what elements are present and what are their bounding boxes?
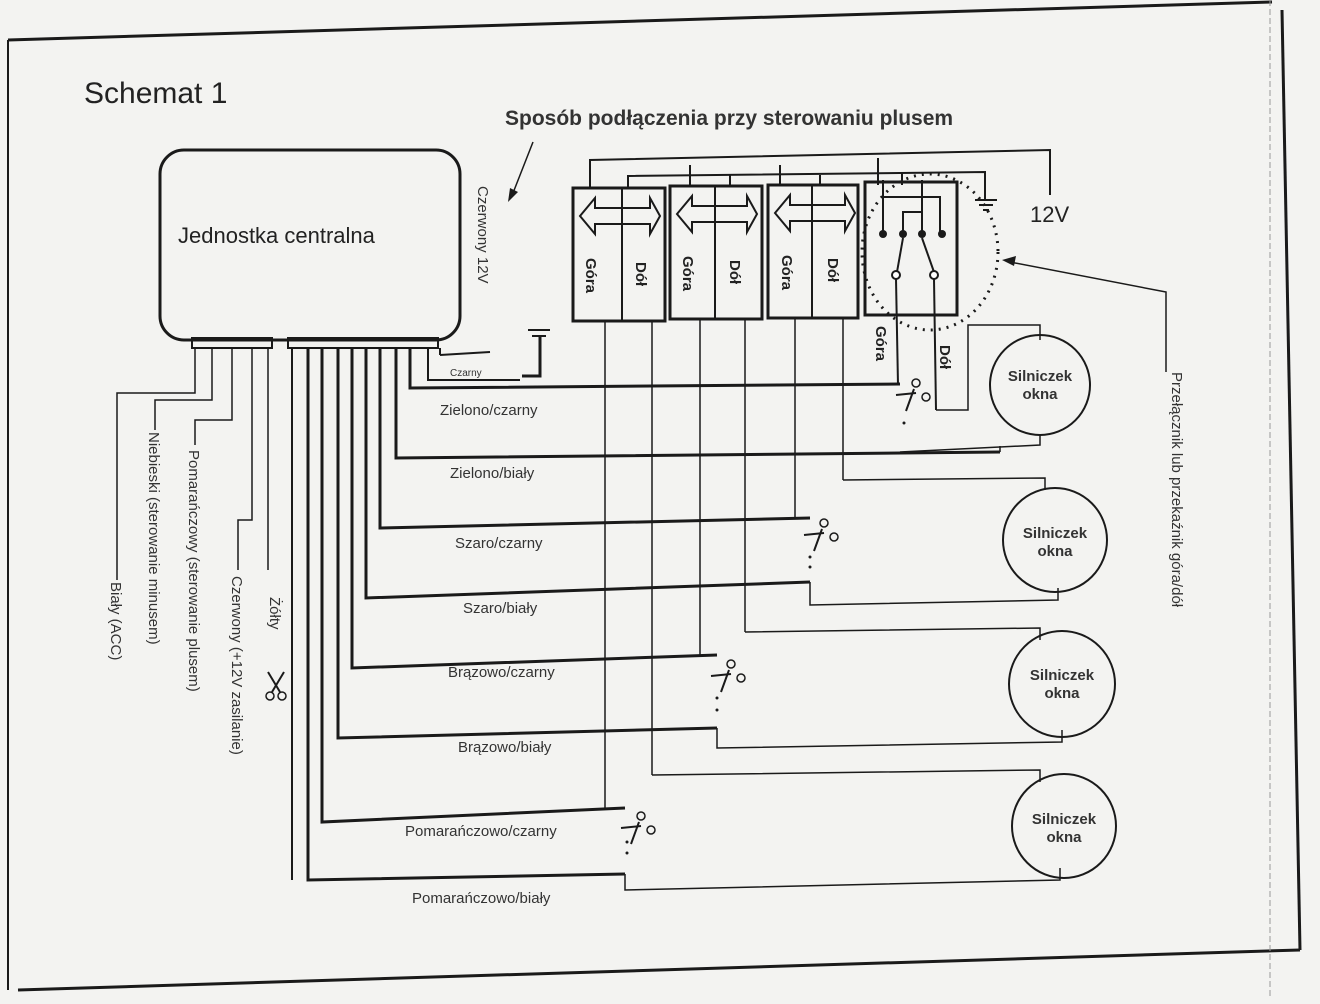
motor-1-label-line2: okna <box>1022 386 1058 403</box>
switch-output-wires <box>604 318 1046 808</box>
switch-2-up-label: Góra <box>679 256 696 292</box>
supply-voltage-label: 12V <box>1030 202 1069 227</box>
motor-4-label-line1: Silniczek <box>1032 811 1097 828</box>
wire-label-orange-black: Pomarańczowo/czarny <box>405 823 557 840</box>
window-motor-1: Silniczek okna <box>899 334 1091 453</box>
window-switch-1[interactable]: Góra Dół <box>571 186 667 323</box>
relay-callout: Przełącznik lub przekaźnik góra/dół <box>1002 256 1185 608</box>
left-wire-label-red: Czerwony (+12V zasilanie) <box>228 576 245 755</box>
switch-2-down-label: Dół <box>726 260 743 285</box>
double-arrow-icon <box>773 191 857 235</box>
relay-down-label: Dół <box>936 345 953 370</box>
right-connector <box>287 337 439 349</box>
switch-3-down-label: Dół <box>824 258 841 283</box>
switch-1-up-label: Góra <box>582 258 599 294</box>
scissors-icon <box>620 811 656 855</box>
central-unit: Jednostka centralna <box>158 148 462 349</box>
scissors-icon <box>265 671 287 701</box>
callout-label: Przełącznik lub przekaźnik góra/dół <box>1168 372 1185 608</box>
arrow-head-icon <box>508 188 518 202</box>
left-wire-label-yellow: Żółty <box>266 597 284 630</box>
switch-3-up-label: Góra <box>778 255 795 291</box>
left-wire-label-white: Biały (ACC) <box>107 582 124 660</box>
scissors-icon <box>803 518 839 569</box>
double-arrow-icon <box>675 192 759 236</box>
relay-switch[interactable]: Góra Dół <box>860 172 1000 411</box>
red-12v-wire-label: Czerwony 12V <box>474 186 491 284</box>
signal-wires <box>306 348 1001 882</box>
motor-2-label-line1: Silniczek <box>1023 525 1088 542</box>
wire-label-brown-black: Brązowo/czarny <box>448 664 555 681</box>
scissors-icon <box>895 378 931 425</box>
wire-label-green-black: Zielono/czarny <box>440 402 538 419</box>
double-arrow-icon <box>578 194 662 238</box>
left-wire-label-blue: Niebieski (sterowanie minusem) <box>145 432 162 645</box>
motor-1-label-line1: Silniczek <box>1008 368 1073 385</box>
ground-icon <box>522 329 550 378</box>
switch-1-down-label: Dół <box>632 262 649 287</box>
relay-highlight-circle <box>860 172 1000 332</box>
scissors-icon <box>710 659 746 712</box>
window-motor-3: Silniczek okna <box>1008 630 1116 738</box>
window-switch-3[interactable]: Góra Dół <box>766 183 860 320</box>
window-motor-4: Silniczek okna <box>1011 773 1117 879</box>
wire-label-orange-white: Pomarańczowo/biały <box>412 890 551 907</box>
wire-label-gray-white: Szaro/biały <box>463 600 538 617</box>
motor-3-label-line2: okna <box>1044 685 1080 702</box>
motor-2-label-line2: okna <box>1037 543 1073 560</box>
subtitle-arrow <box>512 141 534 194</box>
arrow-head-icon <box>1002 256 1016 266</box>
window-motor-2: Silniczek okna <box>1002 487 1108 593</box>
wire-label-brown-white: Brązowo/biały <box>458 739 552 756</box>
motor-4-label-line2: okna <box>1046 829 1082 846</box>
relay-up-label: Góra <box>872 326 889 362</box>
motor-3-label-line1: Silniczek <box>1030 667 1095 684</box>
window-switch-2[interactable]: Góra Dół <box>668 184 764 321</box>
wire-label-gray-black: Szaro/czarny <box>455 535 543 552</box>
wire-label-green-white: Zielono/biały <box>450 465 535 482</box>
supply-bus <box>589 148 1051 200</box>
left-wire-label-orange: Pomarańczowy (sterowanie plusem) <box>185 450 202 692</box>
diagram-title: Schemat 1 <box>84 77 227 110</box>
page-frame <box>7 0 1302 999</box>
left-wires: Żółty Czerwony (+12V zasilanie) Pomarańc… <box>107 348 293 880</box>
ground-wire-label: Czarny <box>450 368 482 379</box>
central-unit-label: Jednostka centralna <box>178 223 376 248</box>
diagram-subtitle: Sposób podłączenia przy sterowaniu pluse… <box>505 107 953 130</box>
